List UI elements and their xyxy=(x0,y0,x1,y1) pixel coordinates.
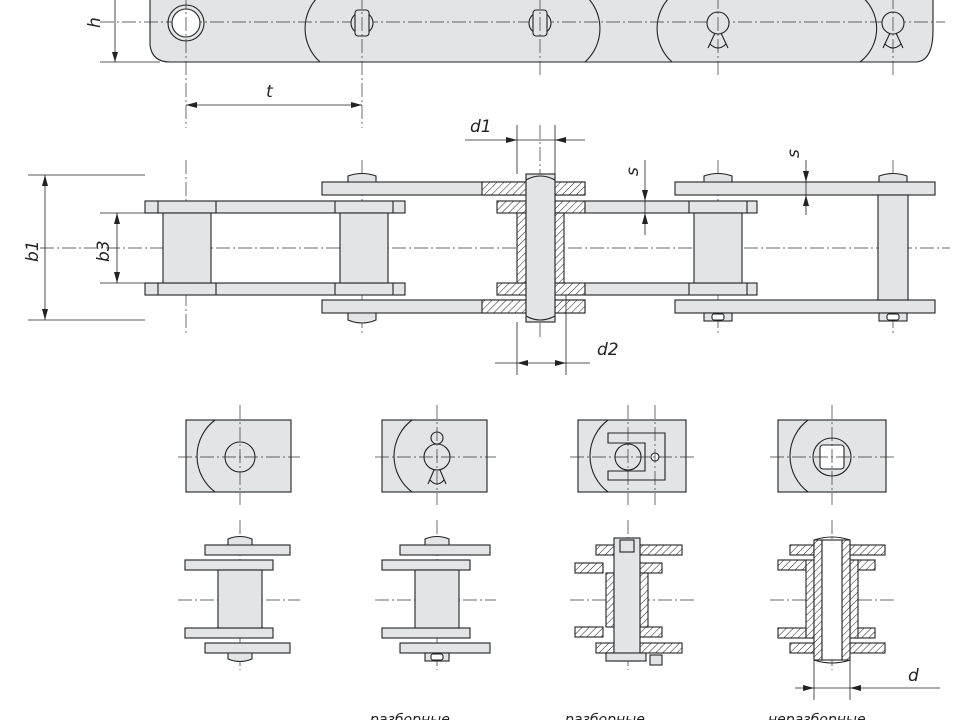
variant-3-plan xyxy=(570,520,695,670)
label-s-left: s xyxy=(623,167,643,176)
label-t: t xyxy=(266,82,274,102)
plan-view xyxy=(28,125,950,375)
label-s-right: s xyxy=(784,149,804,158)
caption-variant-4: неразборные xyxy=(768,712,866,720)
label-d1: d1 xyxy=(470,117,492,137)
roller xyxy=(162,212,212,284)
label-b3: b3 xyxy=(94,240,114,262)
variant-2-plan xyxy=(375,520,496,670)
side-view xyxy=(100,0,945,128)
label-d2: d2 xyxy=(597,340,619,360)
label-d: d xyxy=(908,666,919,686)
variant-2-side xyxy=(375,405,496,505)
variant-1-side xyxy=(178,405,300,505)
label-h: h xyxy=(85,17,105,28)
variant-4-plan xyxy=(770,520,940,700)
variant-4-side xyxy=(770,405,895,505)
variant-1-plan xyxy=(178,520,300,670)
inner-plate xyxy=(144,200,406,214)
caption-variant-3: разборные xyxy=(564,712,645,720)
variant-3-side xyxy=(570,405,695,505)
caption-variant-2: разборные xyxy=(369,712,450,720)
label-b1: b1 xyxy=(23,240,43,262)
pin-section xyxy=(525,173,556,323)
